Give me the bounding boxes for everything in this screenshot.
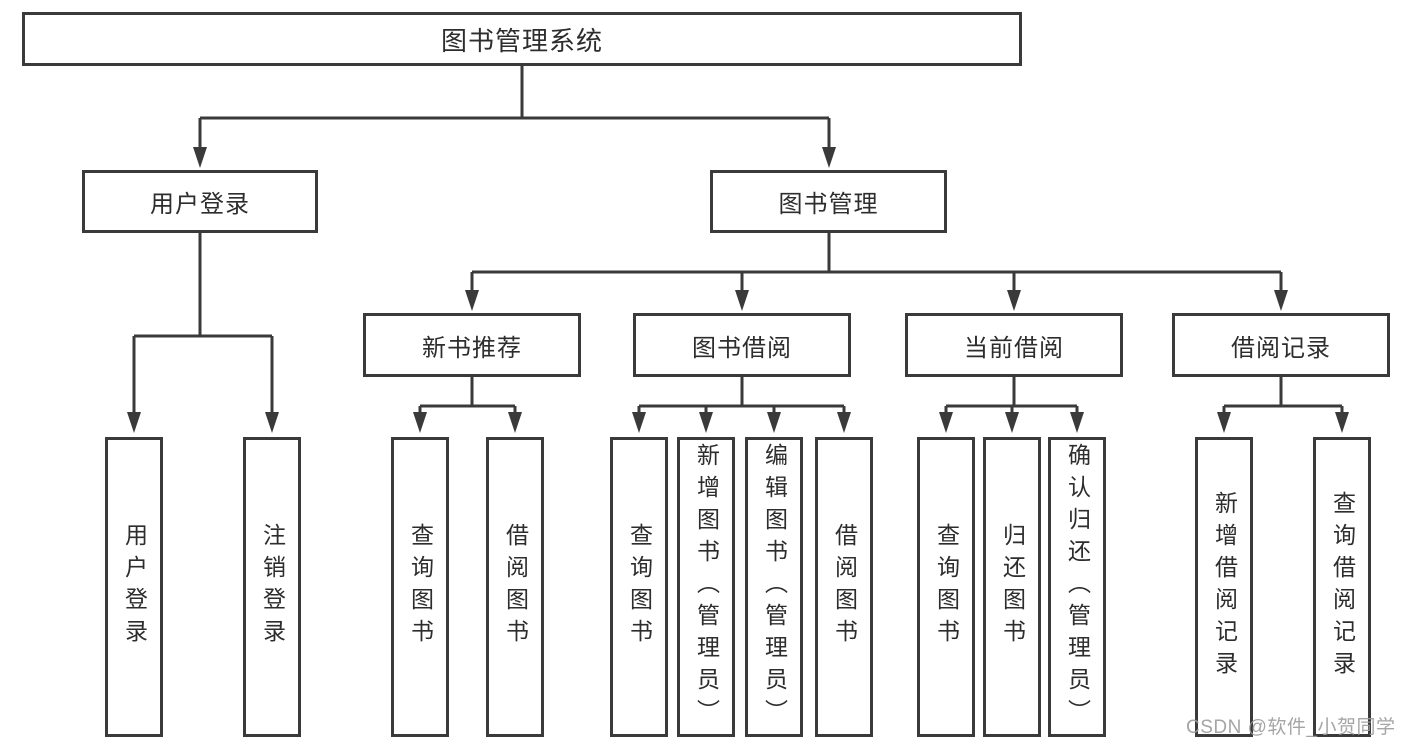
connector-current-borrow-branch [944, 377, 1079, 414]
leaf-query-borrow-record: 查询借阅记录 [1313, 437, 1371, 737]
leaf-borrow-query-book: 查询图书 [610, 437, 668, 737]
arrow-down-icon [1070, 412, 1084, 433]
node-current-borrow: 当前借阅 [905, 313, 1123, 377]
arrow-down-icon [632, 412, 646, 433]
leaf-confirm-return-admin: 确认归还（管理员） [1048, 437, 1106, 737]
leaf-current-query-book-label: 查询图书 [933, 523, 960, 651]
leaf-logout: 注销登录 [243, 437, 301, 737]
connector-root-to-level2 [198, 66, 831, 149]
connector-new-book-recommend-branch [418, 377, 517, 414]
arrow-down-icon [939, 412, 953, 433]
arrow-down-icon [413, 412, 427, 433]
arrowhead-icons [127, 147, 1349, 433]
leaf-recommend-query-book-label: 查询图书 [407, 523, 434, 651]
leaf-add-borrow-record-label: 新增借阅记录 [1211, 491, 1238, 683]
connector-borrow-record-branch [1222, 377, 1344, 414]
connector-book-borrow-branch [637, 377, 846, 414]
arrow-down-icon [265, 412, 279, 433]
leaf-recommend-query-book: 查询图书 [391, 437, 449, 737]
node-book-borrow: 图书借阅 [633, 313, 851, 377]
leaf-borrow-query-book-label: 查询图书 [626, 523, 653, 651]
node-root-system-label: 图书管理系统 [440, 25, 603, 56]
node-book-borrow-label: 图书借阅 [692, 334, 792, 362]
node-new-book-recommend-label: 新书推荐 [422, 334, 522, 362]
connector-lines [132, 66, 1344, 414]
arrow-down-icon [508, 412, 522, 433]
leaf-user-login: 用户登录 [105, 437, 163, 737]
connector-user-login-branch [132, 233, 274, 414]
node-book-management: 图书管理 [710, 170, 947, 233]
node-new-book-recommend: 新书推荐 [363, 313, 581, 377]
leaf-recommend-borrow-book: 借阅图书 [486, 437, 544, 737]
arrow-down-icon [822, 147, 836, 168]
node-borrow-record-label: 借阅记录 [1231, 334, 1331, 362]
leaf-query-borrow-record-label: 查询借阅记录 [1329, 491, 1356, 683]
arrow-down-icon [767, 412, 781, 433]
node-borrow-record: 借阅记录 [1172, 313, 1390, 377]
arrow-down-icon [1335, 412, 1349, 433]
leaf-current-query-book: 查询图书 [917, 437, 975, 737]
leaf-confirm-return-admin-label: 确认归还（管理员） [1064, 443, 1091, 731]
arrow-down-icon [1217, 412, 1231, 433]
leaf-return-book-label: 归还图书 [999, 523, 1026, 651]
arrow-down-icon [1005, 412, 1019, 433]
arrow-down-icon [735, 290, 749, 311]
leaf-add-book-admin: 新增图书（管理员） [677, 437, 735, 737]
leaf-return-book: 归还图书 [983, 437, 1041, 737]
arrow-down-icon [1007, 290, 1021, 311]
node-current-borrow-label: 当前借阅 [964, 334, 1064, 362]
node-user-login: 用户登录 [82, 170, 318, 233]
leaf-add-borrow-record: 新增借阅记录 [1195, 437, 1253, 737]
leaf-recommend-borrow-book-label: 借阅图书 [502, 523, 529, 651]
arrow-down-icon [699, 412, 713, 433]
leaf-logout-label: 注销登录 [259, 523, 286, 651]
node-user-login-label: 用户登录 [150, 191, 250, 218]
leaf-borrow-book-label: 借阅图书 [831, 523, 858, 651]
leaf-add-book-admin-label: 新增图书（管理员） [693, 443, 720, 731]
leaf-edit-book-admin-label: 编辑图书（管理员） [761, 443, 788, 731]
arrow-down-icon [837, 412, 851, 433]
arrow-down-icon [465, 290, 479, 311]
arrow-down-icon [193, 147, 207, 168]
leaf-user-login-label: 用户登录 [121, 523, 148, 651]
node-root-system: 图书管理系统 [22, 12, 1022, 66]
arrow-down-icon [1274, 290, 1288, 311]
arrow-down-icon [127, 412, 141, 433]
leaf-edit-book-admin: 编辑图书（管理员） [745, 437, 803, 737]
leaf-borrow-book: 借阅图书 [815, 437, 873, 737]
connector-book-management-branch [470, 233, 1283, 292]
node-book-management-label: 图书管理 [778, 191, 879, 218]
csdn-watermark: CSDN @软件_小贺同学 [1186, 717, 1396, 738]
